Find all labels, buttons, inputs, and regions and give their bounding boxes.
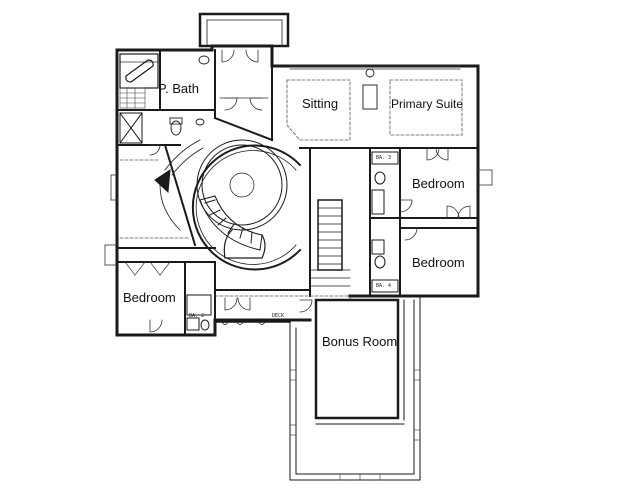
spiral-stair xyxy=(196,139,288,259)
bonus-room-outer xyxy=(289,295,421,481)
room-label-bedroom-right-top: Bedroom xyxy=(412,176,465,191)
label-deck: DECK xyxy=(272,313,285,319)
label-ba4: BA. 4 xyxy=(376,283,392,289)
label-ba3: BA. 3 xyxy=(376,155,392,161)
label-ba2: BA. 2 xyxy=(189,313,205,319)
rotunda xyxy=(191,144,302,271)
bath-2 xyxy=(186,294,212,331)
curved-stair-lines xyxy=(159,139,204,231)
room-label-bedroom-right-bottom: Bedroom xyxy=(412,255,465,270)
bath-3 xyxy=(371,151,399,215)
doors xyxy=(149,49,471,333)
angled-walls xyxy=(163,116,274,247)
room-label-bonus-room: Bonus Room xyxy=(322,334,398,349)
room-label-p-bath: P. Bath xyxy=(158,81,199,96)
stair-pie-segment xyxy=(154,169,171,194)
room-label-bedroom-left: Bedroom xyxy=(123,290,176,305)
bath-4 xyxy=(371,239,399,293)
straight-stair xyxy=(309,199,351,287)
room-label-sitting: Sitting xyxy=(302,96,339,111)
outer-walls xyxy=(115,44,480,337)
bonus-room-walls xyxy=(314,298,400,420)
window-lines xyxy=(104,61,493,266)
brick-surround xyxy=(119,87,146,109)
interior-walls xyxy=(116,49,479,336)
deck-posts xyxy=(222,319,265,325)
closet-doors-left xyxy=(124,261,171,276)
shower xyxy=(119,112,143,144)
ceiling-dashed-lines xyxy=(119,79,463,301)
top-entry-projection xyxy=(198,12,290,48)
fixtures xyxy=(169,55,378,136)
bathtub xyxy=(119,53,159,89)
bonus-windows xyxy=(289,369,421,481)
room-label-primary-suite: Primary Suite xyxy=(391,97,464,111)
